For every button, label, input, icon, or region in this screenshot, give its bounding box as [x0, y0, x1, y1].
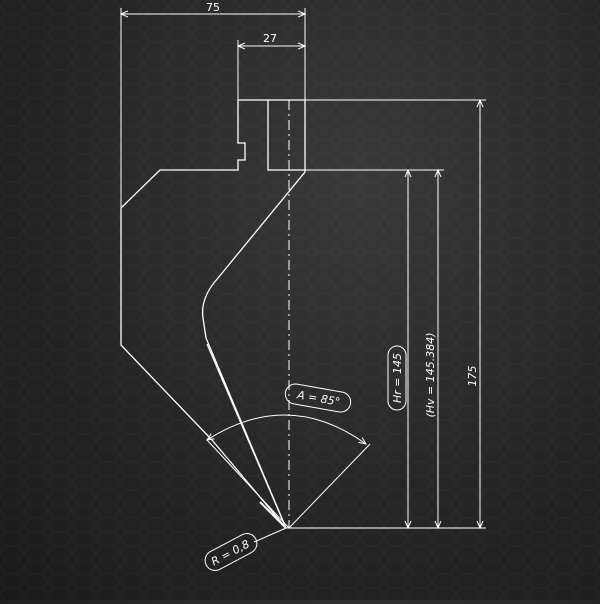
punch-profile	[120, 99, 306, 529]
angle-arc	[207, 414, 366, 444]
dim-label-75: 75	[206, 1, 220, 14]
dim-label-175: 175	[466, 366, 479, 387]
hv-label: (Hv = 145.384)	[424, 332, 437, 417]
angle-ext-right	[288, 443, 371, 529]
angle-ext-left	[206, 439, 290, 529]
dim-label-27: 27	[263, 32, 277, 45]
tip-radius-mark	[259, 501, 287, 529]
hr-label-group: Hr = 145	[387, 345, 407, 411]
dim-heights	[286, 100, 486, 528]
radius-annotation	[204, 527, 287, 571]
radius-leader	[253, 527, 287, 543]
angle-annotation	[206, 383, 371, 529]
dim-overall-width	[121, 8, 305, 208]
dim-tip-offset	[238, 40, 305, 100]
radius-label-box	[204, 533, 258, 571]
hr-label-box	[387, 345, 407, 411]
angle-label-box	[284, 383, 352, 413]
hr-label: Hr = 145	[391, 353, 404, 403]
